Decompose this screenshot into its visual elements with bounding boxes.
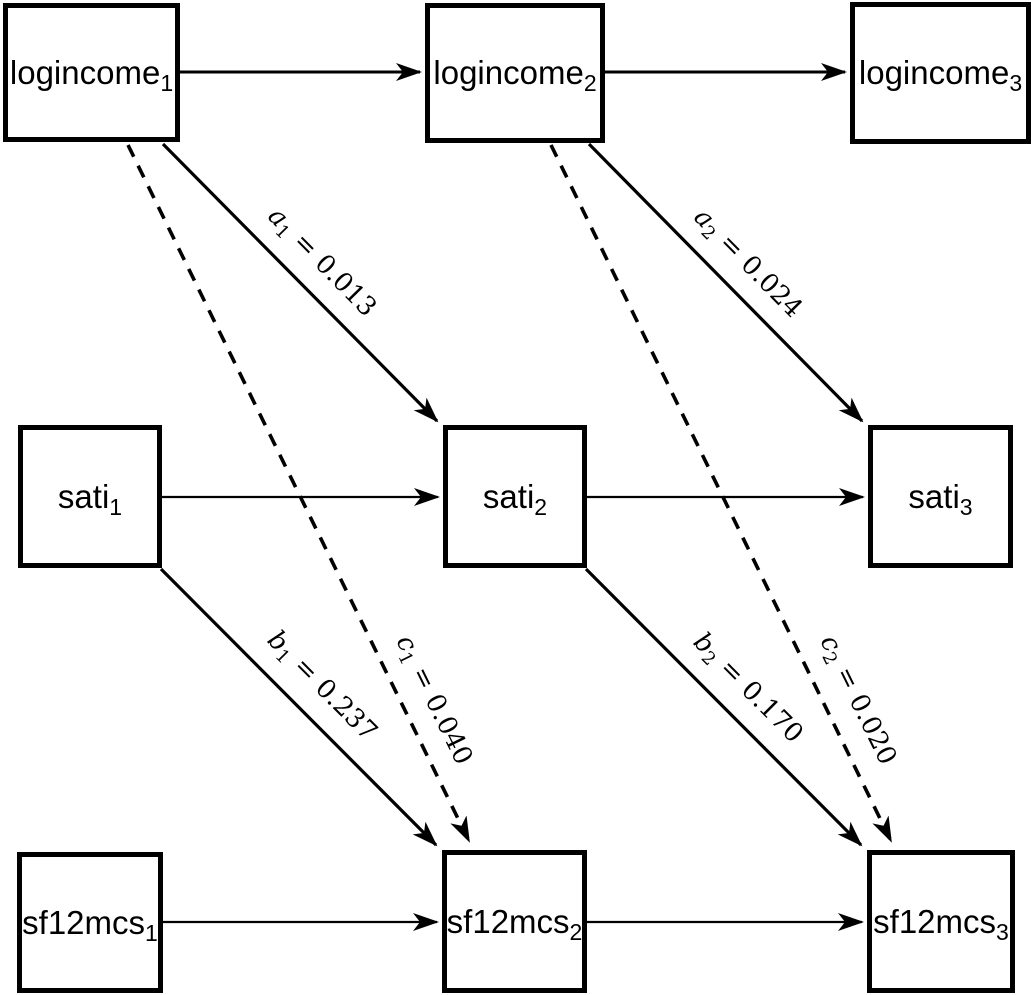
node-sati3-label: sati3 — [908, 477, 973, 520]
node-sf12mcs3-label: sf12mcs3 — [873, 902, 1009, 945]
node-logincome2-label: logincome2 — [433, 54, 597, 96]
edge-logincome2-sati3 — [587, 142, 864, 423]
edge-sati1-sf12mcs2 — [159, 567, 438, 847]
node-sati3: sati3 — [868, 425, 1013, 568]
node-sf12mcs3: sf12mcs3 — [867, 850, 1015, 993]
edge-logincome1-sf12mcs2 — [126, 144, 471, 843]
node-sati2: sati2 — [443, 425, 587, 568]
node-sati1-label: sati1 — [57, 477, 123, 520]
node-sf12mcs1: sf12mcs1 — [17, 852, 163, 993]
edge-sati2-sf12mcs3 — [584, 567, 863, 847]
node-logincome1-label: logincome1 — [9, 53, 174, 96]
node-logincome1: logincome1 — [3, 3, 180, 142]
node-sf12mcs2-label: sf12mcs2 — [446, 902, 583, 945]
node-sati1: sati1 — [18, 425, 162, 568]
node-logincome3-label: logincome3 — [858, 54, 1023, 96]
node-sf12mcs2: sf12mcs2 — [442, 850, 587, 993]
node-sf12mcs1-label: sf12mcs1 — [22, 903, 158, 946]
node-sati2-label: sati2 — [482, 477, 548, 520]
edge-logincome2-sf12mcs3 — [549, 144, 893, 843]
edge-logincome1-sati2 — [161, 142, 439, 423]
node-logincome2: logincome2 — [425, 3, 605, 143]
node-logincome3: logincome3 — [850, 2, 1031, 144]
